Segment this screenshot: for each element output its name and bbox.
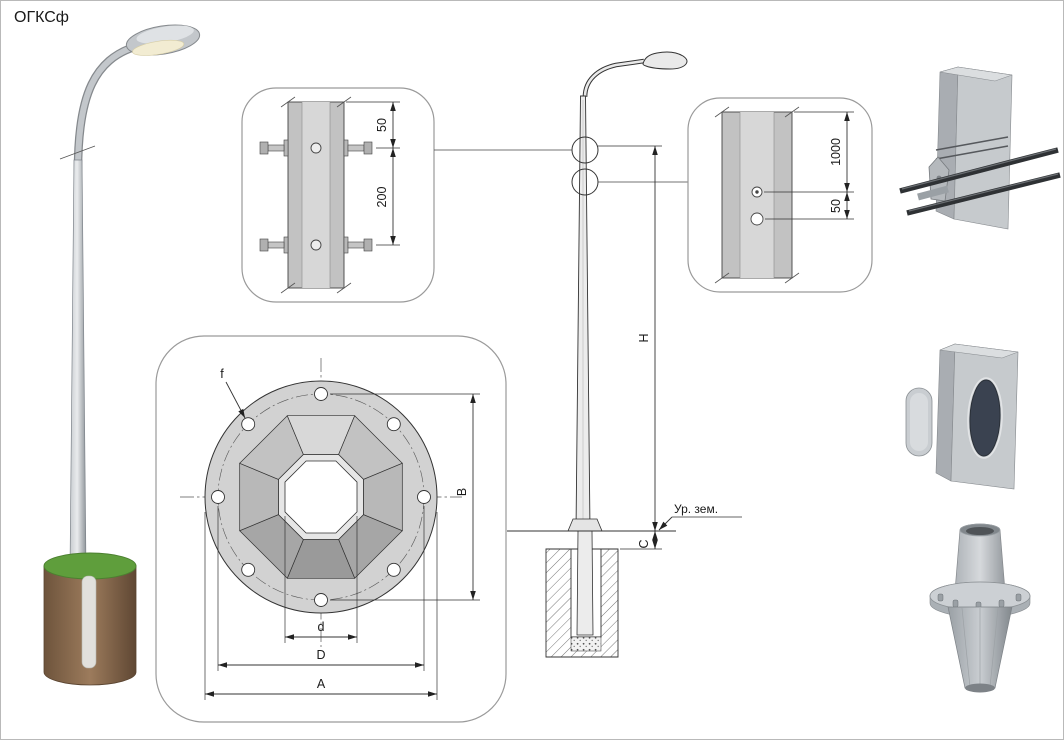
elevation-lamp (642, 51, 688, 70)
pole-3d-render (43, 24, 201, 686)
embedded-pipe (81, 575, 97, 669)
elevation-arm (583, 59, 645, 98)
pole-top-face (939, 66, 1013, 82)
ground-level-label: Ур. зем. (674, 502, 718, 516)
dim-label-50: 50 (829, 199, 843, 213)
ground-rod (906, 172, 1061, 216)
dim-label-H: H (637, 333, 651, 342)
lamp-highlight (136, 25, 194, 44)
door-opening (969, 379, 1001, 457)
grout-plug (570, 636, 602, 652)
bolt-hole (310, 142, 322, 154)
ground-leader-arrow (658, 516, 673, 531)
grounding-wire (935, 136, 1009, 151)
tube-hole (284, 460, 358, 534)
skirt-bottom (965, 683, 995, 693)
flange-plan-callout: f B d D A (155, 335, 507, 723)
dim-label-200: 200 (375, 187, 389, 208)
door-cover-highlight (910, 393, 928, 451)
dim-label-B: B (455, 488, 469, 496)
pole-elevation: Ур. зем. H C (434, 51, 742, 658)
dim-label-D: D (316, 648, 325, 662)
pole-top-face (939, 343, 1019, 359)
dim-label-50: 50 (375, 118, 389, 132)
pole-holes-detail-callout: 1000 50 (687, 97, 873, 293)
page-title: ОГКСф (14, 9, 69, 26)
flange-section-detail-callout: 50 200 (241, 87, 435, 303)
bolt-hole (310, 239, 322, 251)
embedded-shaft (576, 530, 594, 636)
pole-shaft (69, 159, 87, 571)
grass-top (43, 552, 137, 580)
dim-label-f: f (220, 367, 224, 381)
lamp-glow (132, 39, 185, 56)
transition-ring (239, 415, 403, 579)
grounding-wire (935, 145, 1009, 160)
dim-label-d: d (318, 620, 325, 634)
flange-base-render (929, 523, 1031, 693)
dim-label-1000: 1000 (829, 138, 843, 166)
pole-face (302, 102, 330, 288)
pole-front-face (953, 66, 1013, 230)
door-opening-rim (967, 377, 1003, 459)
lamp-head (125, 24, 201, 56)
tube-inner (966, 527, 994, 535)
pole-arm (75, 44, 137, 173)
dim-label-A: A (317, 677, 326, 691)
ground-rod (899, 147, 1059, 194)
rod-sleeve (917, 185, 949, 201)
grounding-detail-render (899, 66, 1061, 230)
drain-hole (750, 212, 764, 226)
base-flare (567, 518, 603, 532)
flange-bolt-holes (211, 387, 431, 607)
access-door-render (905, 343, 1019, 490)
pole-break-mark (59, 145, 96, 160)
dim-label-C: C (637, 539, 651, 548)
